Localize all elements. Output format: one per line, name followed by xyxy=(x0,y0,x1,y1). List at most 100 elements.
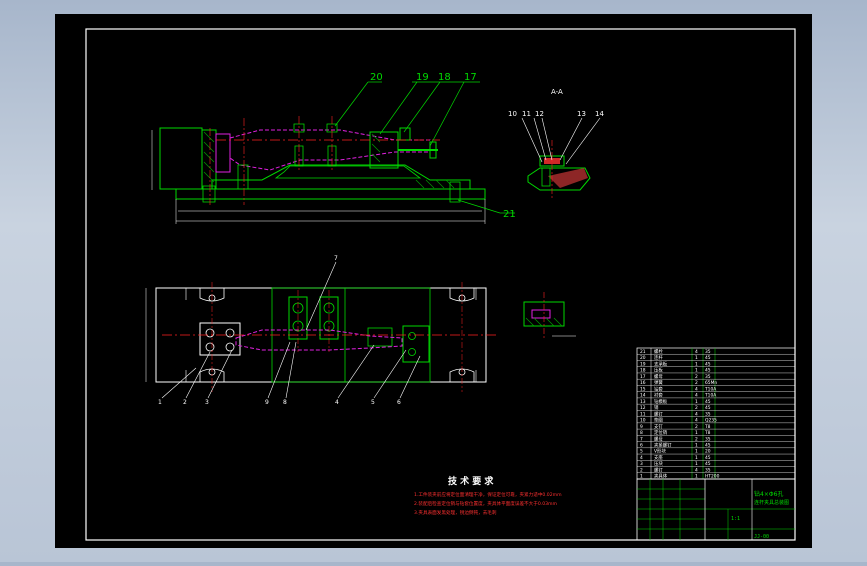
bom-cell-mat: 45 xyxy=(705,361,711,367)
bom-cell-qty: 4 xyxy=(695,393,698,399)
bom-cell-name: 支座 xyxy=(654,454,663,461)
bom-cell-qty: 2 xyxy=(695,405,698,411)
section-leader-13: 13 xyxy=(577,110,586,118)
leader-label-8: 8 xyxy=(283,399,287,406)
bom-cell-no: 3 xyxy=(640,461,643,467)
bom-cell-no: 7 xyxy=(640,436,643,442)
bom-cell-mat: 45 xyxy=(705,455,711,461)
bom-cell-mat: 45 xyxy=(705,405,711,411)
bom-cell-name: 销 xyxy=(654,404,659,411)
section-leader-10: 10 xyxy=(508,110,517,118)
bom-cell-mat: 45 xyxy=(705,461,711,467)
bom-cell-name: 定位销 xyxy=(654,429,668,436)
leader-label-7: 7 xyxy=(334,255,338,262)
bom-cell-qty: 4 xyxy=(695,349,698,355)
bom-cell-mat: 20 xyxy=(705,449,711,455)
bom-cell-name: 弹簧 xyxy=(654,379,663,386)
bom-cell-name: 支承板 xyxy=(654,360,668,367)
bom-cell-name: 压板 xyxy=(654,367,663,374)
bom-cell-name: 夹具体 xyxy=(654,473,668,480)
bom-cell-name: 螺母 xyxy=(654,435,663,442)
bom-cell-mat: HT200 xyxy=(705,474,720,480)
bom-cell-name: 钻套 xyxy=(654,385,663,392)
leader-label-20: 20 xyxy=(370,72,383,83)
leader-label-2: 2 xyxy=(183,399,187,406)
bom-cell-qty: 1 xyxy=(695,449,698,455)
bom-cell-mat: 45 xyxy=(705,368,711,374)
bom-cell-no: 9 xyxy=(640,424,643,430)
bom-cell-name: 夹紧螺钉 xyxy=(654,442,672,449)
bom-cell-mat: Q235 xyxy=(705,418,717,424)
bom-cell-name: 螺钉 xyxy=(654,410,663,417)
bom-cell-qty: 1 xyxy=(695,399,698,405)
bom-cell-no: 15 xyxy=(640,386,646,392)
leader-label-19: 19 xyxy=(416,72,429,83)
tech-note-3: 3.夹具表面发黑处理，锐边倒钝，去毛刺 xyxy=(414,509,497,516)
bom-cell-no: 14 xyxy=(640,393,646,399)
section-leader-11: 11 xyxy=(522,110,531,118)
drawing-sheet xyxy=(55,14,812,548)
bom-cell-no: 1 xyxy=(640,474,643,480)
bom-cell-mat: 65Mn xyxy=(705,380,717,386)
bom-cell-mat: T8 xyxy=(704,430,711,436)
bom-cell-qty: 2 xyxy=(695,380,698,386)
bom-cell-no: 10 xyxy=(640,418,646,424)
tech-note-1: 1.工件装夹前应将定位面清理干净，保证定位可靠，夹紧力适中0.02mm xyxy=(414,491,562,498)
leader-label-21: 21 xyxy=(503,209,516,220)
bom-cell-mat: 35 xyxy=(705,411,711,417)
bom-cell-no: 17 xyxy=(640,374,646,380)
bom-cell-mat: 45 xyxy=(705,355,711,361)
title-block: 钻4×Φ6孔 连杆夹具总装图 JJ-00 1:1 xyxy=(636,478,796,541)
bom-cell-qty: 1 xyxy=(695,355,698,361)
bom-cell-qty: 1 xyxy=(695,361,698,367)
bom-cell-no: 20 xyxy=(640,355,646,361)
bom-cell-no: 12 xyxy=(640,405,646,411)
section-a-a-view xyxy=(521,117,601,198)
bom-cell-qty: 2 xyxy=(695,374,698,380)
bom-cell-name: 垫圈 xyxy=(654,417,663,424)
bom-cell-mat: T10A xyxy=(704,386,716,392)
bom-cell-no: 13 xyxy=(640,399,646,405)
bom-cell-name: 支钉 xyxy=(654,423,663,430)
leader-label-6: 6 xyxy=(397,399,401,406)
bom-cell-qty: 1 xyxy=(695,455,698,461)
bom-cell-mat: 45 xyxy=(705,399,711,405)
drawing-frame xyxy=(85,28,796,541)
bom-cell-qty: 1 xyxy=(695,474,698,480)
bom-cell-name: V形块 xyxy=(654,448,666,455)
leader-label-1: 1 xyxy=(158,399,162,406)
leader-label-9: 9 xyxy=(265,399,269,406)
bom-cell-name: 螺栓 xyxy=(654,348,663,355)
bom-cell-mat: 35 xyxy=(705,436,711,442)
tech-note-2: 2.装配后检查定位销与钻套位置度，夹具体平面度误差不大于0.03mm xyxy=(414,500,558,507)
bom-cell-qty: 4 xyxy=(695,411,698,417)
bom-cell-qty: 1 xyxy=(695,368,698,374)
bom-cell-no: 8 xyxy=(640,430,643,436)
bom-cell-mat: T8 xyxy=(704,424,711,430)
bom-cell-qty: 2 xyxy=(695,424,698,430)
drawing-scale: 1:1 xyxy=(731,516,740,522)
detail-view xyxy=(523,292,576,340)
bom-cell-name: 衬套 xyxy=(654,392,663,399)
section-leader-14: 14 xyxy=(595,110,604,118)
section-labels: A-A 10 11 12 13 14 xyxy=(508,88,604,118)
bom-cell-no: 19 xyxy=(640,361,646,367)
bom-cell-no: 11 xyxy=(640,411,646,417)
leader-label-17: 17 xyxy=(464,72,477,83)
leader-label-4: 4 xyxy=(335,399,339,406)
bom-cell-mat: 35 xyxy=(705,467,711,473)
bom-cell-qty: 4 xyxy=(695,386,698,392)
bom-cell-no: 4 xyxy=(640,455,643,461)
bom-cell-name: 钻模板 xyxy=(654,398,668,405)
bom-cell-name: 螺钉 xyxy=(654,466,663,473)
bom-cell-qty: 1 xyxy=(695,430,698,436)
bom-cell-qty: 4 xyxy=(695,418,698,424)
bom-cell-name: 螺母 xyxy=(654,373,663,380)
bom-cell-qty: 2 xyxy=(695,436,698,442)
bom-cell-mat: 35 xyxy=(705,349,711,355)
bom-cell-mat: T10A xyxy=(704,393,716,399)
bom-cell-name: 连杆 xyxy=(654,354,663,361)
section-leader-12: 12 xyxy=(535,110,544,118)
